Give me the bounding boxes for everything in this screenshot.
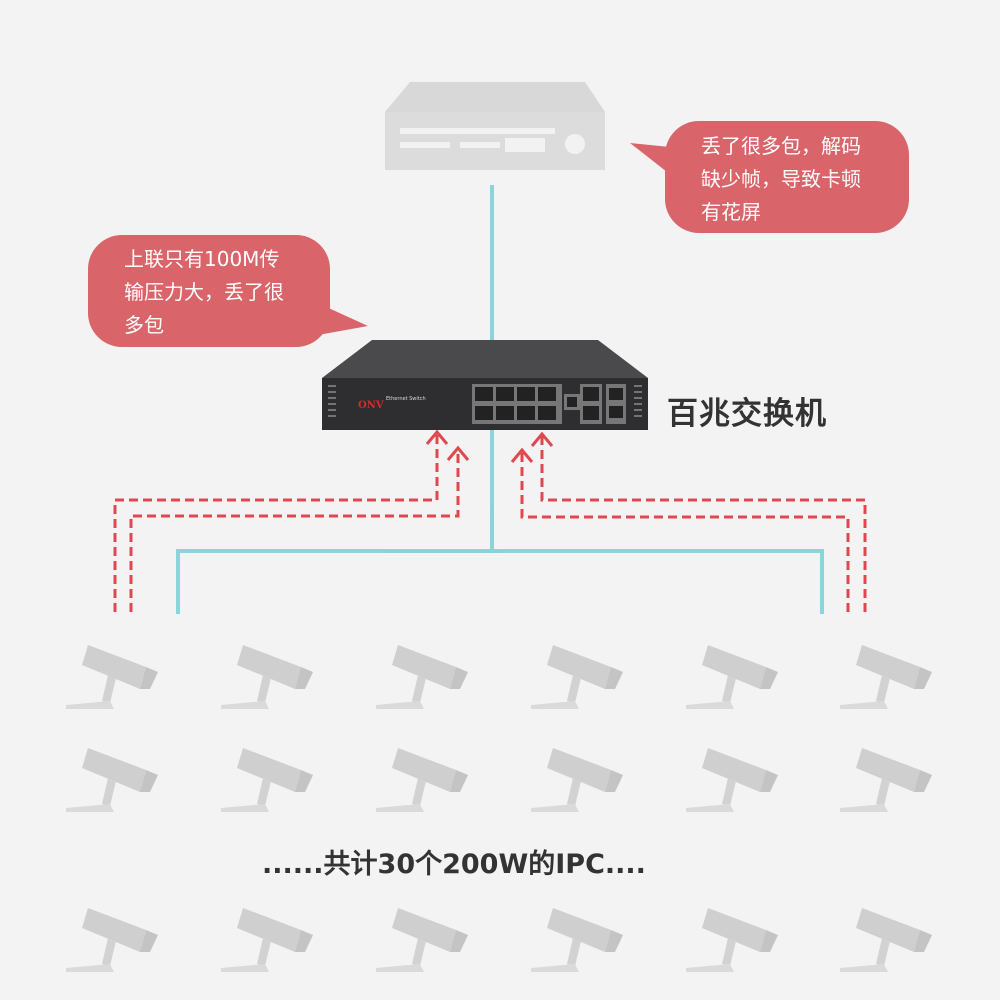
ip-camera-icon: [531, 908, 623, 972]
bubble-line: 多包: [124, 313, 164, 337]
flow-left-inner: [129, 450, 460, 612]
ip-camera-icon: [531, 748, 623, 812]
ip-camera-icon: [531, 645, 623, 709]
switch-label: 百兆交换机: [667, 396, 827, 432]
ip-camera-icon: [221, 748, 313, 812]
ip-camera-grid: [66, 645, 932, 972]
flow-left-outer: [113, 434, 439, 612]
ip-camera-icon: [66, 908, 158, 972]
ip-camera-icon: [686, 908, 778, 972]
ip-camera-icon: [221, 908, 313, 972]
nvr-recorder-icon: [385, 82, 605, 170]
ip-camera-icon: [376, 645, 468, 709]
ip-camera-icon: [376, 908, 468, 972]
ip-camera-icon: [66, 645, 158, 709]
traffic-flow-arrows: [113, 434, 867, 612]
ip-camera-icon: [686, 645, 778, 709]
packet-loss-bubble: 丢了很多包，解码 缺少帧，导致卡顿 有花屏: [665, 121, 909, 233]
uplink-bandwidth-bubble: 上联只有100M传 输压力大，丢了很 多包: [88, 235, 330, 347]
switch-icon: [322, 340, 648, 430]
ip-camera-icon: [376, 748, 468, 812]
flow-right-inner: [520, 452, 850, 612]
camera-count-label: ......共计30个200W的IPC....: [262, 849, 646, 880]
bubble-line: 缺少帧，导致卡顿: [701, 167, 861, 191]
bubble-line: 丢了很多包，解码: [701, 134, 861, 158]
ip-camera-icon: [840, 748, 932, 812]
bubble-line: 输压力大，丢了很: [124, 280, 284, 304]
arrowheads: [425, 429, 554, 463]
ip-camera-icon: [66, 748, 158, 812]
switch-model-text: Ethernet Switch: [386, 396, 426, 402]
flow-right-outer: [540, 436, 867, 612]
ip-camera-icon: [221, 645, 313, 709]
switch-brand-logo: ONV: [358, 400, 384, 411]
bubble-line: 有花屏: [701, 200, 761, 224]
ip-camera-icon: [840, 645, 932, 709]
bubble-line: 上联只有100M传: [124, 247, 280, 271]
ip-camera-icon: [840, 908, 932, 972]
ip-camera-icon: [686, 748, 778, 812]
ethernet-switch-image: ONV Ethernet Switch: [322, 340, 648, 432]
